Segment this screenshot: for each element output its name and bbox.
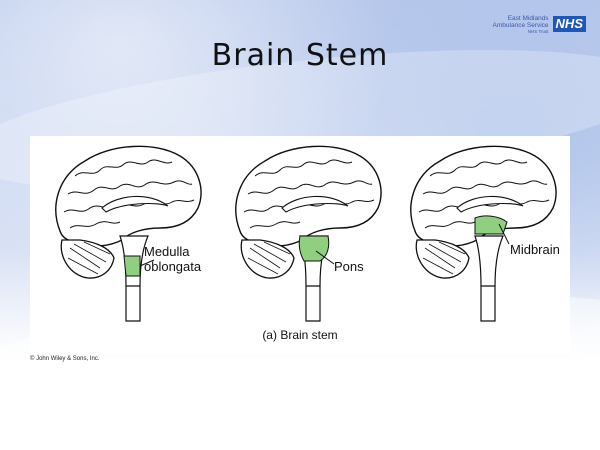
brain-diagram-midbrain bbox=[410, 145, 557, 322]
trust-name-line1: East Midlands bbox=[507, 15, 549, 22]
medulla-pointer bbox=[139, 259, 155, 267]
trust-name-line2: Ambulance Service bbox=[492, 21, 549, 29]
pons-pointer bbox=[315, 250, 335, 265]
brain-diagram-medulla bbox=[55, 145, 202, 322]
brain-stem-figure: Medulla oblongata Pons Midbrain (a) Brai… bbox=[30, 136, 570, 354]
medulla-highlight bbox=[123, 255, 141, 277]
midbrain-highlight bbox=[474, 215, 508, 235]
copyright-notice: © John Wiley & Sons, Inc. bbox=[30, 356, 100, 362]
brain-diagrams bbox=[55, 145, 557, 322]
trust-name: East Midlands Ambulance Service NHS Trus… bbox=[492, 15, 549, 34]
nhs-logo: East Midlands Ambulance Service NHS Trus… bbox=[492, 15, 586, 34]
medulla-label: Medulla oblongata bbox=[144, 244, 224, 274]
midbrain-label: Midbrain bbox=[510, 242, 560, 257]
figure-caption: (a) Brain stem bbox=[262, 328, 338, 342]
midbrain-pointer bbox=[498, 223, 510, 245]
pons-label: Pons bbox=[334, 259, 364, 274]
nhs-badge: NHS bbox=[552, 16, 586, 32]
trust-name-line3: NHS Trust bbox=[527, 28, 549, 34]
medulla-label-text: Medulla oblongata bbox=[144, 244, 202, 274]
slide-title: Brain Stem bbox=[211, 38, 389, 73]
brain-diagram-pons bbox=[235, 145, 382, 322]
